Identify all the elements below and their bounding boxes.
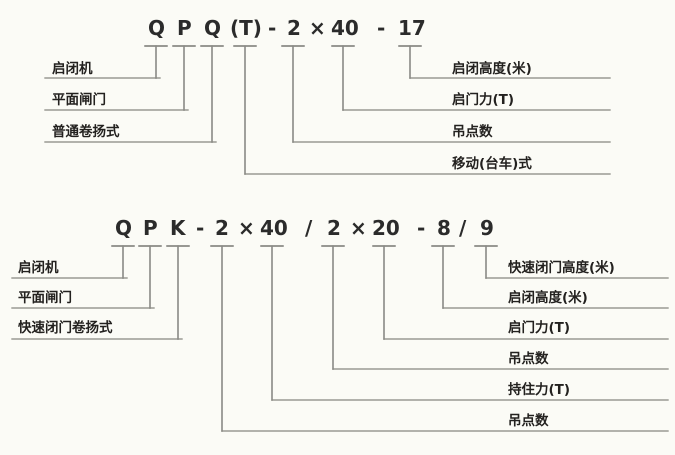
bottom-code-token-12: 8	[437, 216, 451, 240]
bottom-left-label-2: 快速闭门卷扬式	[18, 320, 113, 336]
bottom-code-token-14: 9	[480, 216, 494, 240]
top-code-token-6: ×	[309, 16, 326, 40]
top-code-token-4: -	[268, 16, 277, 40]
top-left-label-2: 普通卷扬式	[52, 124, 120, 140]
bottom-code-token-7: /	[305, 216, 313, 240]
bottom-code-token-8: 2	[327, 216, 341, 240]
top-code-token-3: (T)	[230, 16, 262, 40]
top-right-label-1: 启门力(T)	[452, 92, 515, 108]
top-left-label-0: 启闭机	[52, 61, 93, 77]
bottom-code-token-11: -	[417, 216, 426, 240]
bottom-code-token-9: ×	[350, 216, 367, 240]
bottom-right-label-0: 快速闭门高度(米)	[508, 260, 615, 276]
bottom-left-label-1: 平面闸门	[18, 290, 72, 306]
bottom-code-token-2: K	[170, 216, 186, 240]
bottom-code-token-10: 20	[372, 216, 400, 240]
bottom-code-token-13: /	[459, 216, 467, 240]
top-code-token-0: Q	[148, 16, 166, 40]
top-code-token-1: P	[177, 16, 192, 40]
top-code-token-5: 2	[287, 16, 301, 40]
bottom-code-token-3: -	[196, 216, 205, 240]
top-code-token-7: 40	[331, 16, 359, 40]
top-right-label-2: 吊点数	[452, 124, 493, 140]
bottom-right-label-3: 吊点数	[508, 351, 549, 367]
top-right-label-3: 移动(台车)式	[452, 156, 532, 172]
top-code-token-2: Q	[204, 16, 222, 40]
top-code-token-8: -	[377, 16, 386, 40]
bottom-code-token-0: Q	[115, 216, 133, 240]
bottom-left-label-0: 启闭机	[18, 260, 59, 276]
bottom-code-token-5: ×	[238, 216, 255, 240]
bottom-right-label-1: 启闭高度(米)	[508, 290, 588, 306]
top-code-token-9: 17	[398, 16, 426, 40]
bottom-code-token-6: 40	[260, 216, 288, 240]
bottom-right-label-4: 持住力(T)	[508, 382, 571, 398]
bottom-right-label-2: 启门力(T)	[508, 320, 571, 336]
top-left-label-1: 平面闸门	[52, 92, 106, 108]
bottom-right-label-5: 吊点数	[508, 413, 549, 429]
top-right-label-0: 启闭高度(米)	[452, 61, 532, 77]
bottom-code-token-1: P	[143, 216, 158, 240]
bottom-code-token-4: 2	[215, 216, 229, 240]
